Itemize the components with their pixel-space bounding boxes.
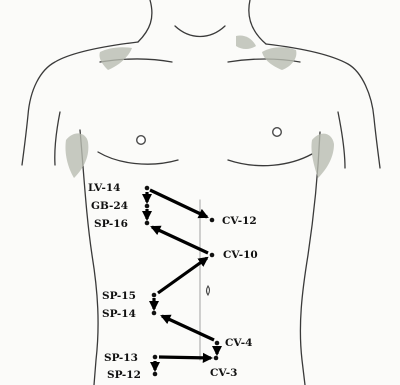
label-cv3: CV-3 [210,368,237,379]
point-cv12-marker [210,218,215,223]
point-sp13-marker [153,355,158,360]
point-gb24-marker [145,204,150,209]
right-pectoral-contour [228,154,312,166]
neck-left-outline [138,0,152,42]
right-clavicle-shading [236,35,256,49]
point-cv10-marker [210,253,215,258]
point-sp12-marker [153,372,158,377]
label-sp16: SP-16 [94,219,128,230]
right-nipple [273,128,282,137]
right-axilla-shading [311,134,334,178]
label-cv10: CV-10 [223,250,258,261]
label-lv14: LV-14 [88,183,121,194]
label-sp12: SP-12 [107,370,141,381]
label-gb24: GB-24 [91,201,128,212]
label-cv4: CV-4 [225,338,252,349]
point-sp15-marker [152,293,157,298]
point-cv3-marker [214,356,219,361]
right-armpit-outline [338,112,345,168]
label-sp14: SP-14 [102,309,136,320]
label-sp15: SP-15 [102,291,136,302]
point-cv4-marker [215,341,220,346]
left-armpit-outline [55,112,60,165]
left-pectoral-contour [98,152,178,164]
left-axilla-shading [65,133,88,178]
arrow-sp13-to-cv3 [159,357,211,358]
arrow-cv4-to-sp14 [162,316,214,340]
point-sp14-marker [152,311,157,316]
label-sp13: SP-13 [104,353,138,364]
point-lv14-marker [145,186,150,191]
left-flank-outline [80,130,98,385]
neck-right-outline [249,0,266,44]
point-sp16-marker [145,221,150,226]
neck-front-line [175,26,225,37]
navel [207,286,210,295]
right-shoulder-shading [262,47,296,70]
arrow-lv14-to-cv12 [150,190,207,217]
left-nipple [137,136,146,145]
label-cv12: CV-12 [222,216,257,227]
